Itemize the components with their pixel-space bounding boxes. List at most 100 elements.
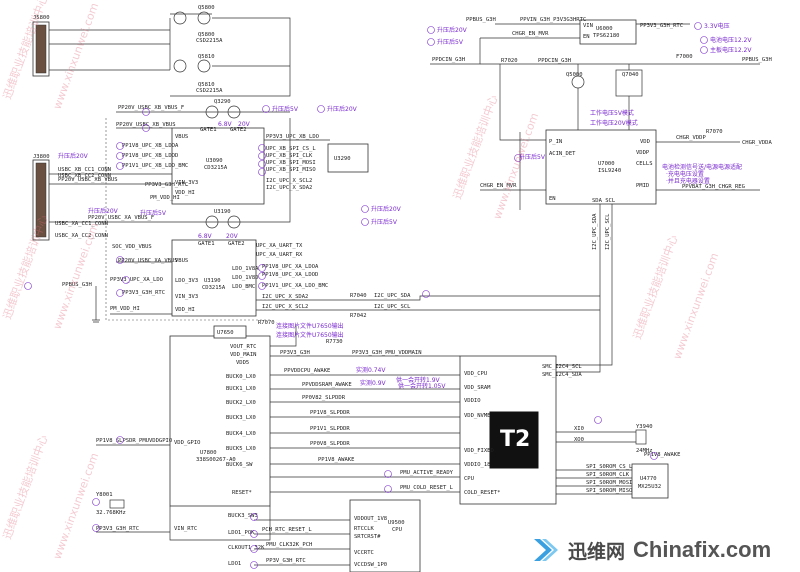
svg-text:LDO_BMC: LDO_BMC	[232, 284, 255, 290]
svg-text:PP3V3_G3H_RTC: PP3V3_G3H_RTC	[145, 182, 188, 188]
svg-text:PP20V_USBC_XB_VBUS: PP20V_USBC_XB_VBUS	[58, 177, 118, 183]
svg-text:Q5000: Q5000	[566, 72, 583, 78]
u7650-block: U7650	[213, 325, 247, 339]
svg-text:VDD_CPU: VDD_CPU	[464, 371, 487, 377]
svg-text:PP3V3_UPC_XB_LDO: PP3V3_UPC_XB_LDO	[266, 134, 319, 140]
svg-text:VDD_GPIO: VDD_GPIO	[174, 440, 201, 446]
svg-text:供一会开转1.05V: 供一会开转1.05V	[398, 382, 446, 390]
svg-text:CHGR_EN_MVR: CHGR_EN_MVR	[512, 31, 549, 37]
q5800-label: Q5800	[198, 5, 215, 11]
svg-text:SOC_VDD_VBUS: SOC_VDD_VBUS	[112, 244, 152, 250]
svg-text:供一会开转1.9V: 供一会开转1.9V	[396, 376, 441, 384]
t2-chip-label: T2	[500, 427, 530, 452]
svg-text:连接图片文件U7650输出: 连接图片文件U7650输出	[276, 331, 344, 339]
svg-text:PMU_ACTIVE_READY: PMU_ACTIVE_READY	[400, 470, 454, 476]
svg-text:U4770: U4770	[640, 476, 657, 482]
svg-text:RESET*: RESET*	[232, 490, 252, 496]
svg-text:LDO_3V3: LDO_3V3	[175, 278, 198, 284]
mosfet-q5810: Q5810 Q5810 CSD2215A	[173, 54, 223, 94]
svg-text:实测0.9V: 实测0.9V	[360, 379, 387, 387]
spi-rom-u4770: U4770 MX25U32	[631, 463, 669, 499]
svg-text:BUCK3_SW3: BUCK3_SW3	[228, 513, 258, 519]
svg-text:Y3940: Y3940	[636, 424, 653, 430]
svg-text:BUCK1_LX0: BUCK1_LX0	[226, 386, 256, 392]
svg-text:迅维职业技能培训中心: 迅维职业技能培训中心	[0, 213, 50, 321]
svg-text:I2C_UPC_X_SDA2: I2C_UPC_X_SDA2	[266, 185, 312, 191]
svg-text:VDD_FIXED: VDD_FIXED	[464, 448, 494, 454]
svg-text:VBUS: VBUS	[175, 258, 188, 264]
svg-text:24MHz: 24MHz	[636, 448, 653, 454]
svg-text:BUCK3_LX0: BUCK3_LX0	[226, 415, 256, 421]
svg-text:PP1V8_UPC_XA_LDOA: PP1V8_UPC_XA_LDOA	[262, 264, 319, 270]
svg-text:Q5810: Q5810	[198, 82, 215, 88]
svg-text:LDO_1V8D: LDO_1V8D	[232, 275, 259, 281]
svg-text:PP3V3_UPC_XA_LDO: PP3V3_UPC_XA_LDO	[110, 277, 163, 283]
svg-text:I2C_UPC_X_SDA2: I2C_UPC_X_SDA2	[262, 294, 308, 300]
u3090-label: U3090	[206, 158, 223, 164]
svg-text:UPC_XA_UART_RX: UPC_XA_UART_RX	[256, 252, 303, 258]
svg-text:PP3V3_G3H_PMU_VDDMAIN: PP3V3_G3H_PMU_VDDMAIN	[352, 350, 422, 356]
svg-text:CSD2215A: CSD2215A	[196, 38, 223, 44]
svg-text:·充电电压设置: ·充电电压设置	[666, 170, 704, 178]
svg-text:Q3290: Q3290	[214, 99, 231, 105]
svg-text:SPI_S0ROM_MOSI: SPI_S0ROM_MOSI	[586, 480, 632, 486]
svg-text:Y8001: Y8001	[96, 492, 113, 498]
svg-text:升压后20V: 升压后20V	[88, 207, 119, 215]
u9500-cpu: VDDOUT_1V8 RTCCLK SRTCRST# VCCRTC VCCDSW…	[349, 499, 421, 572]
svg-text:升压后5V: 升压后5V	[519, 153, 546, 161]
logo-text-zh: 迅维网	[568, 540, 626, 563]
svg-text:SPI_S0ROM_CLK: SPI_S0ROM_CLK	[586, 472, 630, 478]
u3190-block: VBUS LDO_3V3 VIN_3V3 VDD_HI LDO_1V8A LDO…	[171, 239, 259, 317]
svg-text:BUCK4_LX0: BUCK4_LX0	[226, 431, 256, 437]
svg-text:LDO1: LDO1	[228, 561, 241, 567]
svg-text:PPVDDCPU_AWAKE: PPVDDCPU_AWAKE	[284, 368, 330, 374]
svg-text:PP1V1_UPC_XA_LDO_BMC: PP1V1_UPC_XA_LDO_BMC	[262, 283, 328, 289]
svg-text:ACIN_DET: ACIN_DET	[549, 151, 576, 157]
svg-text:www.xinxunwei.com: www.xinxunwei.com	[491, 111, 542, 221]
svg-text:I2C_UPC_SDA: I2C_UPC_SDA	[374, 293, 411, 299]
svg-text:PM_VDD_HI: PM_VDD_HI	[150, 195, 180, 201]
svg-text:迅维职业技能培训中心: 迅维职业技能培训中心	[630, 233, 681, 341]
svg-text:RTCCLK: RTCCLK	[354, 526, 375, 532]
svg-text:LDO1_POK: LDO1_POK	[228, 530, 255, 536]
svg-text:升压后20V: 升压后20V	[58, 152, 89, 160]
chinafix-logo-icon	[530, 535, 560, 565]
svg-text:SMC_I2C4_SCL: SMC_I2C4_SCL	[542, 364, 582, 370]
u3090-block: VBUS VDD_HI VIN_3V3 U3090 CD3215A GATE1 …	[171, 127, 265, 205]
svg-text:电池电压12.2V: 电池电压12.2V	[710, 36, 752, 44]
svg-text:SDA SCL: SDA SCL	[592, 198, 616, 204]
svg-text:PP1V8_SLPSDR_PMUVDDGPIO: PP1V8_SLPSDR_PMUVDDGPIO	[96, 438, 172, 444]
svg-text:USBC_XA_CC1_CONN: USBC_XA_CC1_CONN	[55, 221, 108, 227]
svg-text:PP3V3_G3H_RTC: PP3V3_G3H_RTC	[640, 23, 683, 29]
svg-text:工作电压5V模式: 工作电压5V模式	[590, 109, 634, 117]
svg-text:升压后20V: 升压后20V	[437, 26, 468, 34]
svg-text:UPC_XB_SPI_CS_L: UPC_XB_SPI_CS_L	[266, 146, 316, 152]
mosfet-q5800: Q5800 Q5800 CSD2215A	[170, 5, 223, 44]
svg-text:VCCRTC: VCCRTC	[354, 550, 374, 556]
svg-text:R7020: R7020	[501, 58, 518, 64]
svg-text:6.8V: 6.8V	[198, 233, 213, 240]
svg-text:www.xinxunwei.com: www.xinxunwei.com	[51, 451, 102, 561]
svg-text:PPBUS_G3H: PPBUS_G3H	[742, 57, 772, 63]
svg-text:PMID: PMID	[636, 183, 649, 189]
svg-text:升压后5V: 升压后5V	[272, 105, 299, 113]
svg-text:连接图片文件U7650输出: 连接图片文件U7650输出	[276, 322, 344, 330]
svg-text:GATE1: GATE1	[200, 127, 217, 133]
svg-text:升压后20V: 升压后20V	[371, 205, 402, 213]
svg-text:PP20V_USBC_XA_VBUS_F: PP20V_USBC_XA_VBUS_F	[88, 215, 154, 221]
svg-text:USBC_XB_CC1_CONN: USBC_XB_CC1_CONN	[58, 167, 111, 173]
svg-text:SPI_S0ROM_CS_L: SPI_S0ROM_CS_L	[586, 464, 633, 470]
svg-text:PP1V1_UPC_XB_LDO_BMC: PP1V1_UPC_XB_LDO_BMC	[122, 163, 188, 169]
svg-text:升压后5V: 升压后5V	[140, 209, 167, 217]
svg-text:迅维职业技能培训中心: 迅维职业技能培训中心	[0, 433, 50, 541]
svg-text:PP1V8_AWAKE: PP1V8_AWAKE	[318, 457, 354, 463]
svg-text:主板电压12.2V: 主板电压12.2V	[710, 46, 752, 54]
svg-text:UPC_XA_UART_TX: UPC_XA_UART_TX	[256, 243, 303, 249]
svg-text:UPC_XB_SPI_CLK: UPC_XB_SPI_CLK	[266, 153, 313, 159]
svg-text:R7730: R7730	[326, 339, 343, 345]
svg-text:PP1V8_SLPDDR: PP1V8_SLPDDR	[310, 410, 350, 416]
u6000-label: U6000	[596, 26, 613, 32]
svg-text:PPVIN_G3H_P3V3G3HRTC: PPVIN_G3H_P3V3G3HRTC	[520, 17, 586, 23]
svg-text:VDDIO_18: VDDIO_18	[464, 462, 491, 468]
